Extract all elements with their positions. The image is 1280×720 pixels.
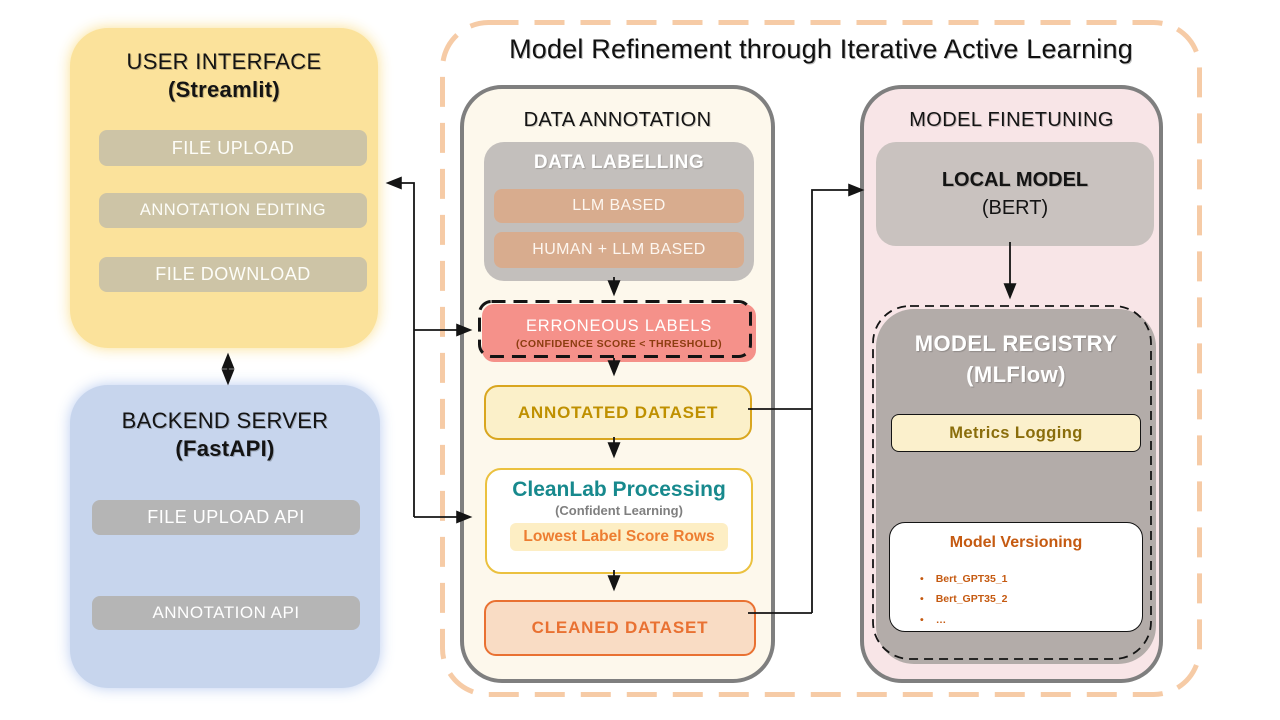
cleaned-dataset-node: CLEANED DATASET xyxy=(484,600,756,656)
annotation-api-node: ANNOTATION API xyxy=(92,596,360,630)
backend-server-title: BACKEND SERVER xyxy=(121,408,329,433)
file-upload-api-node: FILE UPLOAD API xyxy=(92,500,360,535)
model-version-item: Bert_GPT35_2 xyxy=(920,589,1008,609)
model-version-list: Bert_GPT35_1 Bert_GPT35_2 … xyxy=(920,569,1008,630)
data-annotation-panel: DATA ANNOTATION DATA LABELLING LLM BASED… xyxy=(460,85,775,683)
model-version-item: Bert_GPT35_1 xyxy=(920,569,1008,589)
trunk-to-ui-arrow xyxy=(385,176,415,517)
data-annotation-title: DATA ANNOTATION xyxy=(523,109,712,131)
data-labelling-title: DATA LABELLING xyxy=(533,152,705,173)
model-registry-header: MODEL REGISTRY (MLFlow) xyxy=(876,329,1156,391)
cleanlab-subtitle: (Confident Learning) xyxy=(555,503,683,518)
local-model-node: LOCAL MODEL (BERT) xyxy=(876,142,1154,246)
cleanlab-processing-node: CleanLab Processing (Confident Learning)… xyxy=(485,468,753,574)
llm-based-node: LLM BASED xyxy=(494,189,744,223)
erroneous-labels-node: ERRONEOUS LABELS (CONFIDENCE SCORE < THR… xyxy=(482,304,756,362)
model-versioning-node: Model Versioning Bert_GPT35_1 Bert_GPT35… xyxy=(889,522,1143,632)
erroneous-labels-title: ERRONEOUS LABELS xyxy=(525,316,713,335)
file-download-node: FILE DOWNLOAD xyxy=(99,257,367,292)
user-interface-title: USER INTERFACE xyxy=(126,49,322,74)
annotated-dataset-node: ANNOTATED DATASET xyxy=(484,385,752,440)
annotation-editing-node: ANNOTATION EDITING xyxy=(99,193,367,228)
model-registry-title: MODEL REGISTRY xyxy=(914,331,1118,356)
backend-server-header: BACKEND SERVER (FastAPI) xyxy=(70,407,380,462)
user-interface-subtitle: (Streamlit) xyxy=(167,76,281,102)
backend-server-subtitle: (FastAPI) xyxy=(175,435,275,461)
erroneous-labels-subtitle: (CONFIDENCE SCORE < THRESHOLD) xyxy=(516,337,722,350)
backend-server-panel: BACKEND SERVER (FastAPI) FILE UPLOAD API… xyxy=(70,385,380,688)
cleanlab-title: CleanLab Processing xyxy=(512,478,726,501)
model-finetuning-title: MODEL FINETUNING xyxy=(909,109,1114,131)
data-labelling-node: DATA LABELLING LLM BASED HUMAN + LLM BAS… xyxy=(484,142,754,281)
model-registry-subtitle: (MLFlow) xyxy=(966,361,1066,387)
local-model-subtitle: (BERT) xyxy=(981,197,1049,219)
model-finetuning-panel: MODEL FINETUNING LOCAL MODEL (BERT) MODE… xyxy=(860,85,1163,683)
model-version-item: … xyxy=(920,610,1007,630)
local-model-title: LOCAL MODEL xyxy=(941,169,1089,191)
metrics-logging-node: Metrics Logging xyxy=(891,414,1141,452)
user-interface-panel: USER INTERFACE (Streamlit) FILE UPLOAD A… xyxy=(70,28,378,348)
human-llm-based-node: HUMAN + LLM BASED xyxy=(494,232,744,268)
diagram-title: Model Refinement through Iterative Activ… xyxy=(509,34,1133,64)
user-interface-header: USER INTERFACE (Streamlit) xyxy=(70,48,378,103)
model-registry-node: MODEL REGISTRY (MLFlow) Metrics Logging … xyxy=(876,309,1156,664)
lowest-label-score-rows-node: Lowest Label Score Rows xyxy=(510,523,728,551)
file-upload-node: FILE UPLOAD xyxy=(99,130,367,166)
model-versioning-title: Model Versioning xyxy=(949,534,1083,551)
